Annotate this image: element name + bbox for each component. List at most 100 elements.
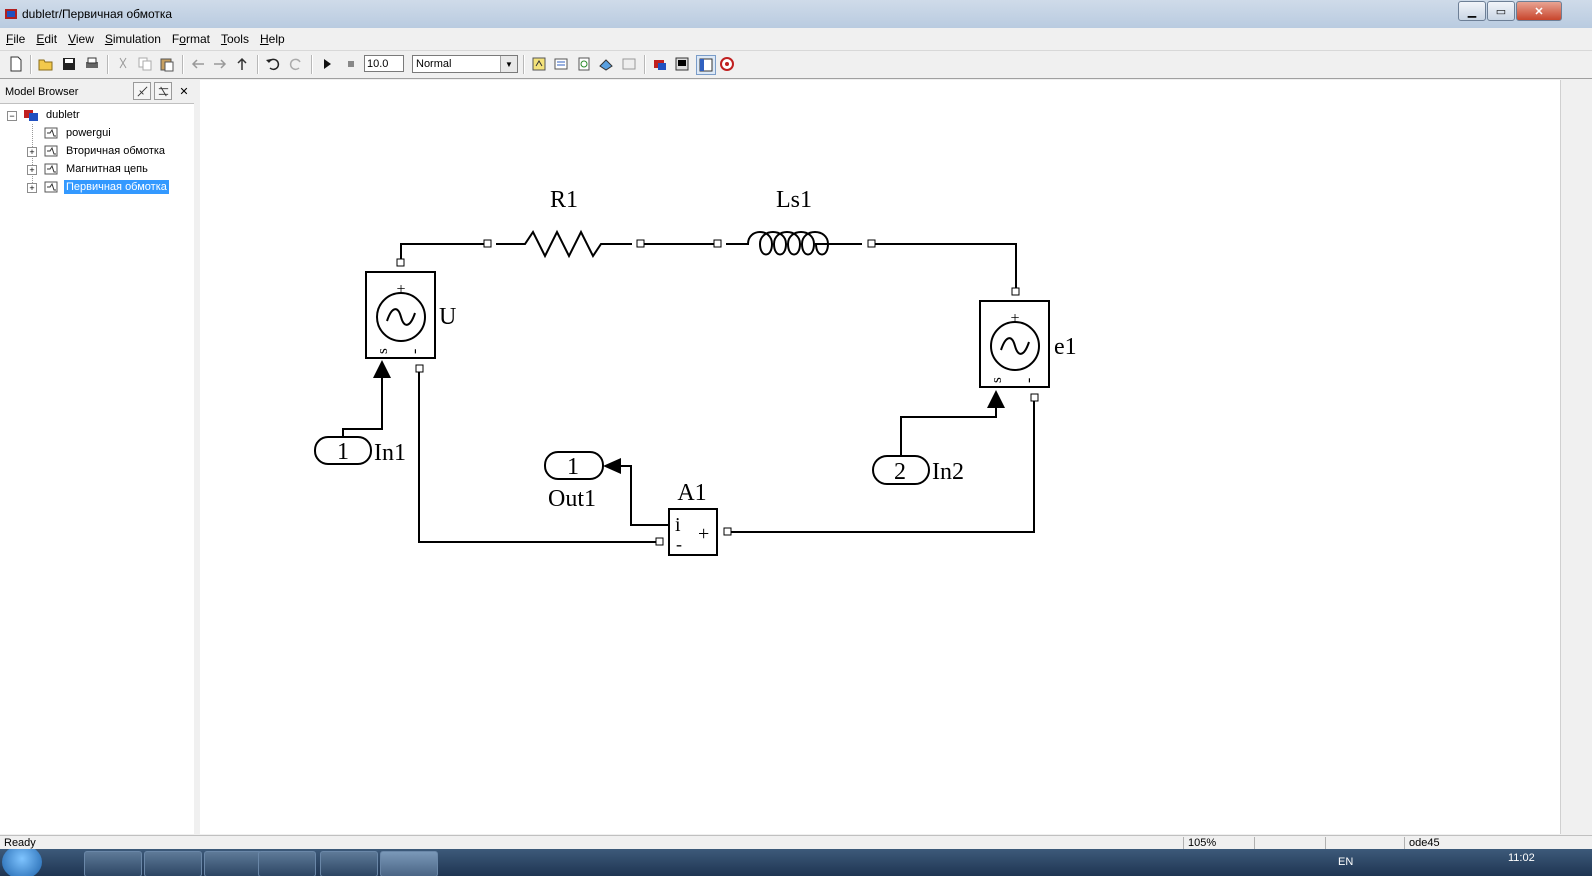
in1-port-number: 1 bbox=[337, 439, 349, 465]
up-level-icon[interactable] bbox=[233, 55, 251, 73]
u-s-label: s bbox=[375, 348, 391, 354]
menu-format[interactable]: Format bbox=[171, 32, 210, 46]
inductor-ls1[interactable] bbox=[713, 231, 876, 256]
update-diagram-icon[interactable] bbox=[575, 55, 593, 73]
e1-plus-label: + bbox=[1010, 310, 1019, 327]
tree-item-powergui[interactable]: powergui bbox=[44, 124, 113, 141]
expand-icon[interactable]: + bbox=[27, 183, 37, 193]
connection-line[interactable] bbox=[727, 398, 1035, 533]
save-icon[interactable] bbox=[60, 55, 78, 73]
clock[interactable]: 11:02 bbox=[1508, 852, 1535, 864]
menu-help[interactable]: Help bbox=[259, 32, 285, 46]
voltage-source-u[interactable] bbox=[365, 258, 436, 373]
e1-label: e1 bbox=[1054, 334, 1077, 360]
toolbar-separator bbox=[644, 55, 646, 74]
expand-icon[interactable]: + bbox=[27, 165, 37, 175]
r1-label: R1 bbox=[550, 187, 578, 213]
library-browser-icon[interactable] bbox=[552, 55, 570, 73]
a1-label: A1 bbox=[677, 480, 706, 506]
block-diagram: R1 Ls1 U e1 + + s s - - 1 In1 2 In2 1 Ou… bbox=[314, 187, 1077, 556]
toolbar-separator bbox=[311, 55, 313, 74]
menu-view[interactable]: View bbox=[68, 32, 94, 46]
inport-in1[interactable] bbox=[314, 436, 372, 465]
profiler-icon[interactable] bbox=[718, 55, 736, 73]
voltage-source-e1[interactable] bbox=[979, 287, 1050, 402]
collapse-icon[interactable]: − bbox=[7, 111, 17, 121]
debug-icon[interactable] bbox=[620, 55, 638, 73]
cut-icon[interactable] bbox=[114, 55, 132, 73]
window-title: dubletr/Первичная обмотка bbox=[22, 7, 173, 21]
show-masked-subsystems-icon[interactable] bbox=[154, 82, 172, 100]
model-icon bbox=[24, 109, 38, 121]
subsystem-icon bbox=[44, 181, 58, 192]
close-browser-icon[interactable]: ✕ bbox=[179, 85, 189, 98]
simulation-mode-select[interactable]: Normal ▼ bbox=[412, 55, 518, 73]
back-arrow-icon[interactable] bbox=[189, 55, 207, 73]
subsystem-icon bbox=[44, 163, 58, 174]
undo-icon[interactable] bbox=[264, 55, 282, 73]
forward-arrow-icon[interactable] bbox=[211, 55, 229, 73]
tree-item-primary-winding[interactable]: Первичная обмотка bbox=[44, 178, 169, 195]
close-button[interactable]: ✕ bbox=[1516, 1, 1562, 21]
new-model-icon[interactable] bbox=[7, 55, 25, 73]
model-browser-title: Model Browser bbox=[5, 86, 79, 98]
signal-line[interactable] bbox=[900, 402, 997, 471]
model-browser-toggle-icon[interactable] bbox=[696, 55, 716, 75]
taskbar-word-icon[interactable] bbox=[320, 851, 378, 876]
connection-line[interactable] bbox=[400, 243, 487, 262]
zoom-level: 105% bbox=[1183, 837, 1254, 849]
connection-line[interactable] bbox=[418, 370, 659, 543]
status-text: Ready bbox=[4, 837, 36, 849]
show-library-links-icon[interactable] bbox=[133, 82, 151, 100]
stop-simulation-icon[interactable] bbox=[342, 55, 360, 73]
toolbar-separator bbox=[257, 55, 259, 74]
print-icon[interactable] bbox=[83, 55, 101, 73]
ammeter-a1[interactable] bbox=[655, 508, 732, 556]
paste-icon[interactable] bbox=[158, 55, 176, 73]
menu-simulation[interactable]: Simulation bbox=[104, 32, 161, 46]
copy-icon[interactable] bbox=[136, 55, 154, 73]
chevron-down-icon[interactable]: ▼ bbox=[500, 56, 517, 72]
signal-line[interactable] bbox=[620, 465, 669, 526]
menu-edit[interactable]: Edit bbox=[36, 32, 58, 46]
scope-icon[interactable] bbox=[673, 55, 691, 73]
ls1-label: Ls1 bbox=[776, 187, 812, 213]
taskbar-firefox-icon[interactable] bbox=[144, 851, 202, 876]
simulink-icon[interactable] bbox=[651, 55, 669, 73]
menu-file[interactable]: File bbox=[6, 32, 26, 46]
status-segment bbox=[1254, 837, 1325, 849]
taskbar-ie-icon[interactable] bbox=[84, 851, 142, 876]
diagram-canvas[interactable]: R1 Ls1 U e1 + + s s - - 1 In1 2 In2 1 Ou… bbox=[200, 80, 1560, 834]
stop-time-input[interactable]: 10.0 bbox=[364, 55, 404, 72]
out1-label: Out1 bbox=[548, 486, 596, 512]
outport-out1[interactable] bbox=[544, 451, 604, 480]
maximize-button[interactable]: ▭ bbox=[1487, 1, 1515, 21]
in2-label: In2 bbox=[932, 459, 964, 485]
start-button[interactable] bbox=[2, 849, 42, 876]
tree-item-secondary-winding[interactable]: Вторичная обмотка bbox=[44, 142, 167, 159]
menu-tools[interactable]: Tools bbox=[220, 32, 249, 46]
resistor-r1[interactable] bbox=[483, 229, 645, 259]
open-folder-icon[interactable] bbox=[37, 55, 55, 73]
taskbar-matlab-icon[interactable] bbox=[380, 851, 438, 876]
redo-icon[interactable] bbox=[287, 55, 305, 73]
e1-s-label: s bbox=[989, 377, 1005, 383]
build-icon[interactable] bbox=[530, 55, 548, 73]
taskbar-media-icon[interactable] bbox=[204, 851, 262, 876]
language-indicator[interactable]: EN bbox=[1338, 856, 1354, 868]
model-explorer-icon[interactable] bbox=[597, 55, 615, 73]
tree-item-magnetic-circuit[interactable]: Магнитная цепь bbox=[44, 160, 150, 177]
tree-root[interactable]: dubletr bbox=[24, 106, 82, 123]
start-simulation-icon[interactable] bbox=[318, 55, 336, 73]
toolbar-separator bbox=[523, 55, 525, 74]
connection-line[interactable] bbox=[871, 243, 1017, 291]
taskbar-explorer-icon[interactable] bbox=[258, 851, 316, 876]
subsystem-icon bbox=[44, 127, 58, 138]
in1-label: In1 bbox=[374, 440, 406, 466]
a1-plus-label: + bbox=[698, 523, 709, 545]
expand-icon[interactable]: + bbox=[27, 147, 37, 157]
solver-name: ode45 bbox=[1404, 837, 1539, 849]
window-edge bbox=[1560, 80, 1592, 834]
inport-in2[interactable] bbox=[872, 455, 930, 485]
minimize-button[interactable]: ▁ bbox=[1458, 1, 1486, 21]
